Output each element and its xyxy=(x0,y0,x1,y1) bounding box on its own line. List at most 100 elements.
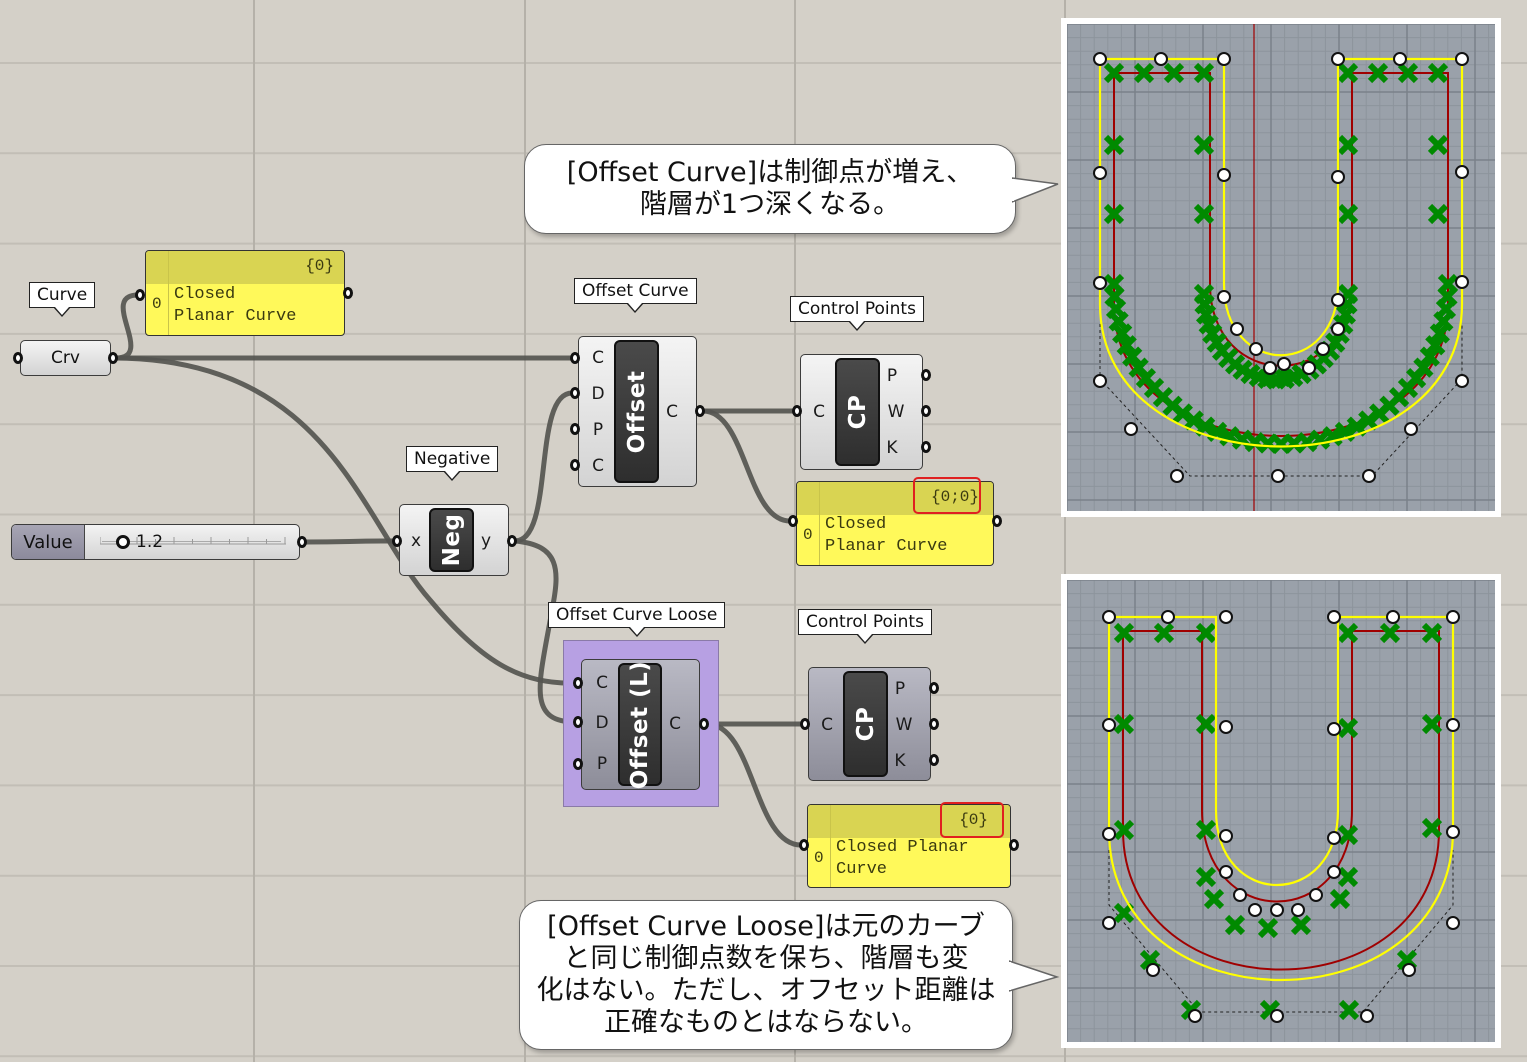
tag-control-points-1: Control Points xyxy=(790,296,924,331)
control-point xyxy=(1446,718,1460,732)
cp2-w-grip[interactable] xyxy=(929,718,939,730)
tag-negative: Negative xyxy=(406,446,499,481)
panel-loose[interactable]: {0} 0 Closed Planar Curve xyxy=(807,802,1011,888)
offset-loose-d-grip[interactable] xyxy=(573,716,583,728)
curve-param-label: Crv xyxy=(51,348,80,368)
panel-divider xyxy=(168,251,169,335)
cp1-p-grip[interactable] xyxy=(921,369,931,381)
control-point xyxy=(1331,293,1345,307)
highlight-box xyxy=(940,802,1004,838)
panel-index: 0 xyxy=(803,526,813,544)
control-point xyxy=(1093,52,1107,66)
control-point-marker xyxy=(1425,335,1446,356)
panel-source-output-grip[interactable] xyxy=(343,287,353,299)
panel-offset-input-grip[interactable] xyxy=(788,515,798,527)
cp1-output-w: W xyxy=(887,402,905,422)
control-point-marker xyxy=(1133,62,1155,84)
offset-loose-input-d: D xyxy=(595,713,609,733)
callout-bottom-line-4: 正確なものとはならない。 xyxy=(604,1007,928,1038)
control-point xyxy=(1102,827,1116,841)
negative-output-y: y xyxy=(480,531,492,551)
control-point xyxy=(1102,718,1116,732)
control-point xyxy=(1248,903,1262,917)
control-point xyxy=(1219,829,1233,843)
control-points-component-1[interactable]: CP C P W K xyxy=(800,354,923,470)
cp2-c-grip[interactable] xyxy=(800,718,810,730)
control-point xyxy=(1393,52,1407,66)
cp1-w-grip[interactable] xyxy=(921,405,931,417)
offset-loose-c-grip[interactable] xyxy=(573,677,583,689)
offset-loose-core: Offset (L) xyxy=(618,660,662,789)
offset-loose-output-grip[interactable] xyxy=(699,718,709,730)
viewport-bottom-canvas[interactable] xyxy=(1067,580,1495,1042)
control-point xyxy=(1102,916,1116,930)
offset-d-grip[interactable] xyxy=(570,387,580,399)
cp2-p-grip[interactable] xyxy=(929,682,939,694)
negative-x-grip[interactable] xyxy=(392,535,402,547)
panel-index: 0 xyxy=(152,295,162,313)
negative-y-grip[interactable] xyxy=(507,535,517,547)
control-points-component-2[interactable]: CP C P W K xyxy=(808,667,931,781)
offset-curve-loose-component[interactable]: Offset (L) C D P C xyxy=(581,659,700,790)
panel-offset-output-grip[interactable] xyxy=(992,515,1002,527)
cp1-c-grip[interactable] xyxy=(792,405,802,417)
control-point xyxy=(1360,1009,1374,1023)
tag-curve: Curve xyxy=(29,282,96,317)
offset-loose-p-grip[interactable] xyxy=(573,758,583,770)
panel-offset[interactable]: {0;0} 0 Closed Planar Curve xyxy=(796,477,994,566)
panel-loose-output-grip[interactable] xyxy=(1009,839,1019,851)
curve-param[interactable]: Crv xyxy=(20,340,111,376)
control-point-marker xyxy=(1113,713,1135,735)
control-point-marker xyxy=(1337,134,1359,156)
curve-param-output-grip[interactable] xyxy=(108,352,118,364)
callout-bottom-line-1: [Offset Curve Loose]は元のカーブ xyxy=(547,911,985,942)
panel-source[interactable]: {0} 0 Closed Planar Curve xyxy=(145,250,345,336)
offset-c-grip[interactable] xyxy=(570,352,580,364)
offset-output-grip[interactable] xyxy=(695,405,705,417)
control-point xyxy=(1446,610,1460,624)
viewport-top[interactable] xyxy=(1061,18,1501,517)
control-point-marker xyxy=(1337,622,1359,644)
control-point-marker xyxy=(1116,335,1137,356)
negative-core: Neg xyxy=(429,508,474,572)
control-point-marker xyxy=(1427,62,1449,84)
viewport-bottom[interactable] xyxy=(1061,574,1501,1048)
control-point xyxy=(1263,361,1277,375)
control-point xyxy=(1455,374,1469,388)
highlight-box xyxy=(913,477,981,514)
control-point xyxy=(1233,888,1247,902)
slider-handle[interactable] xyxy=(116,535,130,549)
panel-source-input-grip[interactable] xyxy=(135,289,145,301)
callout-bottom-line-2: と同じ制御点数を保ち、階層も変 xyxy=(563,943,969,974)
control-point xyxy=(1188,1009,1202,1023)
panel-line-2: Curve xyxy=(836,860,888,879)
cp1-k-grip[interactable] xyxy=(921,441,931,453)
panel-path: {0} xyxy=(305,257,334,275)
panel-loose-input-grip[interactable] xyxy=(799,839,809,851)
slider-output-grip[interactable] xyxy=(297,536,307,548)
panel-line-2: Planar Curve xyxy=(174,307,297,326)
cp2-k-grip[interactable] xyxy=(929,754,939,766)
tag-offset-curve-loose: Offset Curve Loose xyxy=(548,602,726,637)
negative-component[interactable]: Neg x y xyxy=(399,504,509,576)
panel-line-1: Closed xyxy=(174,285,236,304)
number-slider[interactable]: Value 1.2 xyxy=(11,524,300,560)
control-point-marker xyxy=(1337,62,1359,84)
negative-core-label: Neg xyxy=(438,513,465,567)
control-point-marker xyxy=(1427,134,1449,156)
control-point-marker xyxy=(1337,824,1359,846)
control-point-marker xyxy=(1337,866,1359,888)
offset-curve-component[interactable]: Offset C D P C C xyxy=(578,336,697,487)
control-point-marker xyxy=(1195,622,1217,644)
callout-top-line-1: [Offset Curve]は制御点が増え、 xyxy=(566,157,974,188)
panel-line-1: Closed xyxy=(825,515,887,534)
curve-param-input-grip[interactable] xyxy=(13,352,23,364)
cp-core-1: CP xyxy=(835,358,880,466)
panel-path: {0} xyxy=(959,811,988,829)
control-point xyxy=(1219,720,1233,734)
viewport-top-canvas[interactable] xyxy=(1067,24,1495,511)
offset-corner-grip[interactable] xyxy=(570,459,580,471)
offset-p-grip[interactable] xyxy=(570,423,580,435)
panel-line-2: Planar Curve xyxy=(825,537,948,556)
control-point-marker xyxy=(1427,203,1449,225)
